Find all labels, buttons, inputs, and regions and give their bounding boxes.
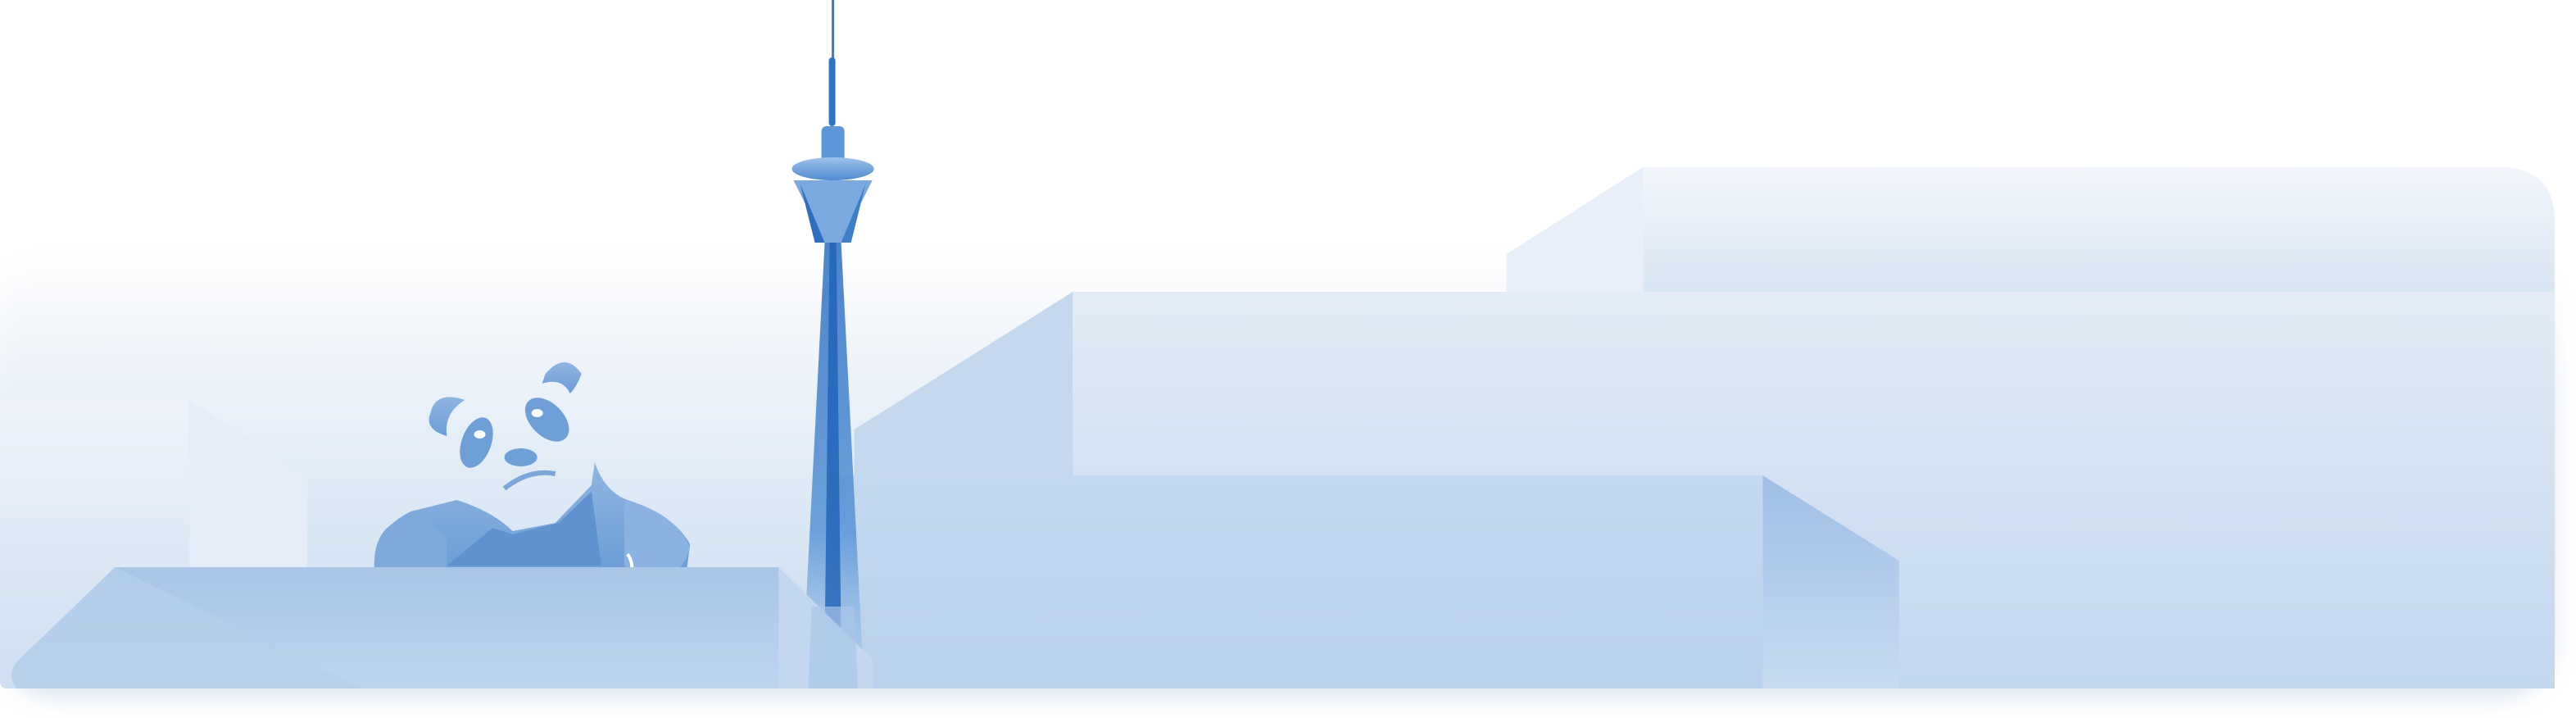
building-front-center (829, 475, 1899, 688)
platform-left (11, 567, 873, 688)
panda-icon (374, 362, 691, 577)
tv-tower-icon (791, 0, 874, 656)
tower-base (808, 607, 858, 688)
